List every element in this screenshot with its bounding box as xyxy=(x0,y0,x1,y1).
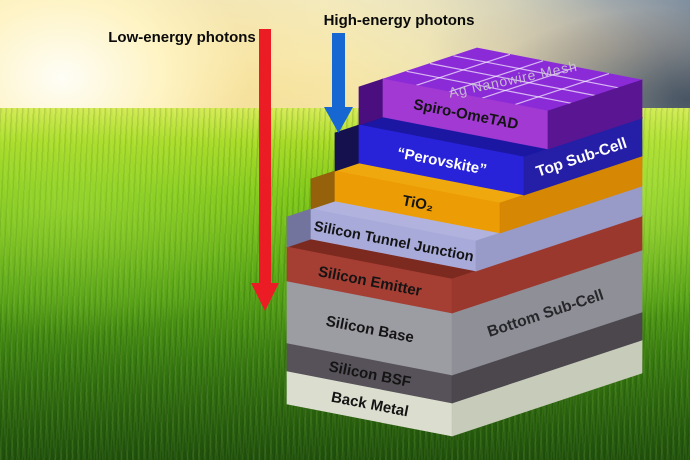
high-energy-photon-arrow xyxy=(324,33,353,133)
low-energy-arrow-shape xyxy=(251,29,279,311)
high-energy-photons-label: High-energy photons xyxy=(324,12,475,29)
low-energy-photons-label: Low-energy photons xyxy=(108,29,256,46)
high-energy-arrow-shape xyxy=(324,33,353,133)
ag-nanowire-mesh-grid xyxy=(406,53,619,106)
low-energy-photon-arrow xyxy=(251,29,279,311)
tio2-label: TiO₂ xyxy=(401,192,435,215)
layer-spiro-left-wedge xyxy=(358,78,384,126)
layer-spiro-side-face xyxy=(547,79,643,150)
